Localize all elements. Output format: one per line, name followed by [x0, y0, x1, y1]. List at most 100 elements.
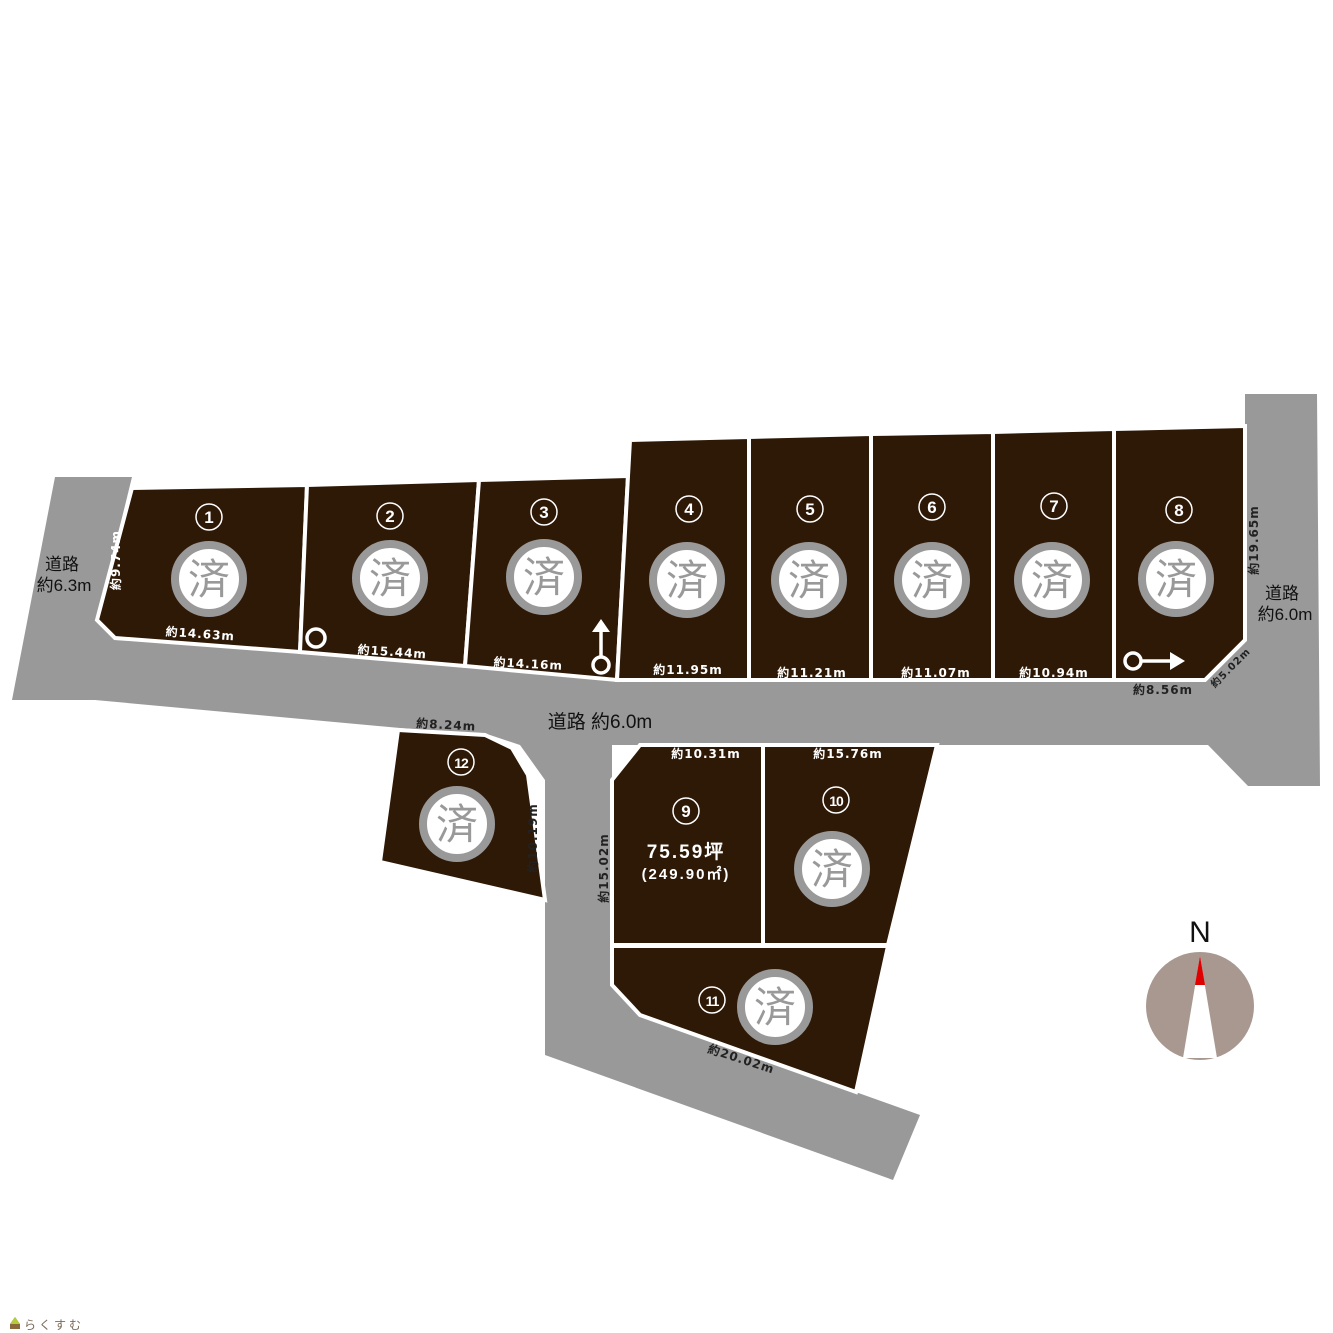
lot-number-text: 6: [927, 498, 936, 517]
lot-number-text: 10: [829, 793, 844, 809]
sold-badge-lot-3: 済: [506, 539, 582, 615]
lot-number-text: 12: [454, 755, 469, 771]
sold-badge-lot-8: 済: [1138, 541, 1214, 617]
lot-7-frontage: 約10.94m: [1019, 665, 1088, 680]
lot-5-frontage: 約11.21m: [777, 665, 846, 680]
east-road-label-2: 約6.0m: [1258, 605, 1313, 624]
sold-mark: 済: [811, 845, 853, 894]
sold-badge-lot-1: 済: [171, 541, 247, 617]
lot-3-frontage: 約14.16m: [493, 654, 563, 673]
sold-mark: 済: [1155, 555, 1197, 604]
lot-number-circle: [675, 495, 703, 523]
lot-1-side-dim: 約9.74m: [108, 530, 123, 590]
lot-number-circle: [1165, 496, 1193, 524]
sold-badge-lot-4: 済: [649, 542, 725, 618]
sold-mark: 済: [369, 554, 411, 603]
lot-number-3: 3: [530, 498, 558, 526]
lot-number-circle: [447, 748, 475, 776]
sold-badge-circle: [352, 540, 428, 616]
north-label: N: [1189, 916, 1211, 949]
lot-9-area-tsubo: 75.59坪: [647, 841, 726, 863]
lot-number-text: 2: [385, 507, 394, 526]
west-road-label-2: 約6.3m: [37, 576, 92, 595]
lot-number-text: 4: [684, 500, 694, 519]
sold-mark: 済: [754, 983, 796, 1032]
lot-number-text: 11: [706, 993, 720, 1009]
lot-number-6: 6: [918, 493, 946, 521]
sold-mark: 済: [188, 555, 230, 604]
sold-badges: 済済済済済済済済済済済: [171, 539, 1214, 1045]
sold-badge-lot-10: 済: [794, 831, 870, 907]
lot-number-10: 10: [822, 786, 850, 814]
lot-number-circle: [822, 786, 850, 814]
sold-mark: 済: [911, 556, 953, 605]
lot-1-frontage: 約14.63m: [165, 624, 235, 644]
compass-needle-icon: [1183, 956, 1217, 1058]
lot-number-5: 5: [796, 495, 824, 523]
lot-number-9: 9: [672, 797, 700, 825]
lot-9-frontage: 約10.31m: [671, 746, 740, 761]
lot-9-area-m2: (249.90㎡): [642, 865, 731, 883]
lot-number-text: 9: [681, 802, 690, 821]
lot-4-frontage: 約11.95m: [653, 662, 722, 677]
lot-12-side-dim: 約10.19m: [525, 803, 540, 872]
lot-number-circle: [698, 986, 726, 1014]
lot-8-frontage: 約8.56m: [1133, 682, 1193, 697]
lot-number-4: 4: [675, 495, 703, 523]
entrance-arrow-up-lot-3: [591, 619, 611, 675]
sold-badge-circle: [794, 831, 870, 907]
sold-mark: 済: [436, 800, 478, 849]
lot-number-text: 7: [1049, 497, 1058, 516]
lot-6-frontage: 約11.07m: [901, 665, 970, 680]
sold-badge-lot-7: 済: [1014, 542, 1090, 618]
lot-10-frontage: 約15.76m: [813, 746, 882, 761]
lot-number-8: 8: [1165, 496, 1193, 524]
sold-mark: 済: [788, 556, 830, 605]
lot-number-circle: [672, 797, 700, 825]
sold-badge-lot-11: 済: [737, 969, 813, 1045]
sold-badge-lot-5: 済: [771, 542, 847, 618]
sold-mark: 済: [1031, 556, 1073, 605]
north-compass: N: [1146, 916, 1254, 1060]
sold-badge-circle: [771, 542, 847, 618]
lot-2-frontage: 約15.44m: [357, 642, 427, 662]
lot-number-1: 1: [195, 503, 223, 531]
west-road-label-1: 道路: [45, 555, 79, 574]
sold-badge-lot-6: 済: [894, 542, 970, 618]
sold-badge-circle: [1014, 542, 1090, 618]
lot-number-circle: [796, 495, 824, 523]
east-road-label-1: 道路: [1265, 584, 1299, 603]
sold-mark: 済: [523, 553, 565, 602]
sold-badge-circle: [649, 542, 725, 618]
entrance-marker-lot-2: [305, 627, 327, 649]
sold-badge-lot-12: 済: [419, 786, 495, 862]
entrance-arrow-right-lot-8: [1123, 651, 1185, 671]
lot-number-text: 8: [1174, 501, 1183, 520]
logo: らくすむ: [10, 1317, 81, 1332]
lot-8-side-dim: 約19.65m: [1246, 505, 1261, 574]
lot-number-circle: [1040, 492, 1068, 520]
lot-number-circle: [530, 498, 558, 526]
sold-badge-circle: [894, 542, 970, 618]
lot-number-text: 3: [539, 503, 548, 522]
branch-side-dim: 約15.02m: [596, 833, 611, 902]
lot-number-circle: [376, 502, 404, 530]
main-road-label: 道路 約6.0m: [548, 711, 653, 733]
lot-number-7: 7: [1040, 492, 1068, 520]
compass-needle-tip: [1195, 956, 1205, 985]
lot-number-circle: [195, 503, 223, 531]
sold-badge-circle: [737, 969, 813, 1045]
sold-mark: 済: [666, 556, 708, 605]
lot-number-text: 1: [204, 508, 213, 527]
sold-badge-circle: [171, 541, 247, 617]
sold-badge-lot-2: 済: [352, 540, 428, 616]
sold-badge-circle: [1138, 541, 1214, 617]
lot-number-2: 2: [376, 502, 404, 530]
lot-number-circle: [918, 493, 946, 521]
lot-12-frontage: 約8.24m: [416, 715, 477, 733]
sold-badge-circle: [506, 539, 582, 615]
sold-badge-circle: [419, 786, 495, 862]
lot-number-11: 11: [698, 986, 726, 1014]
lot-number-12: 12: [447, 748, 475, 776]
